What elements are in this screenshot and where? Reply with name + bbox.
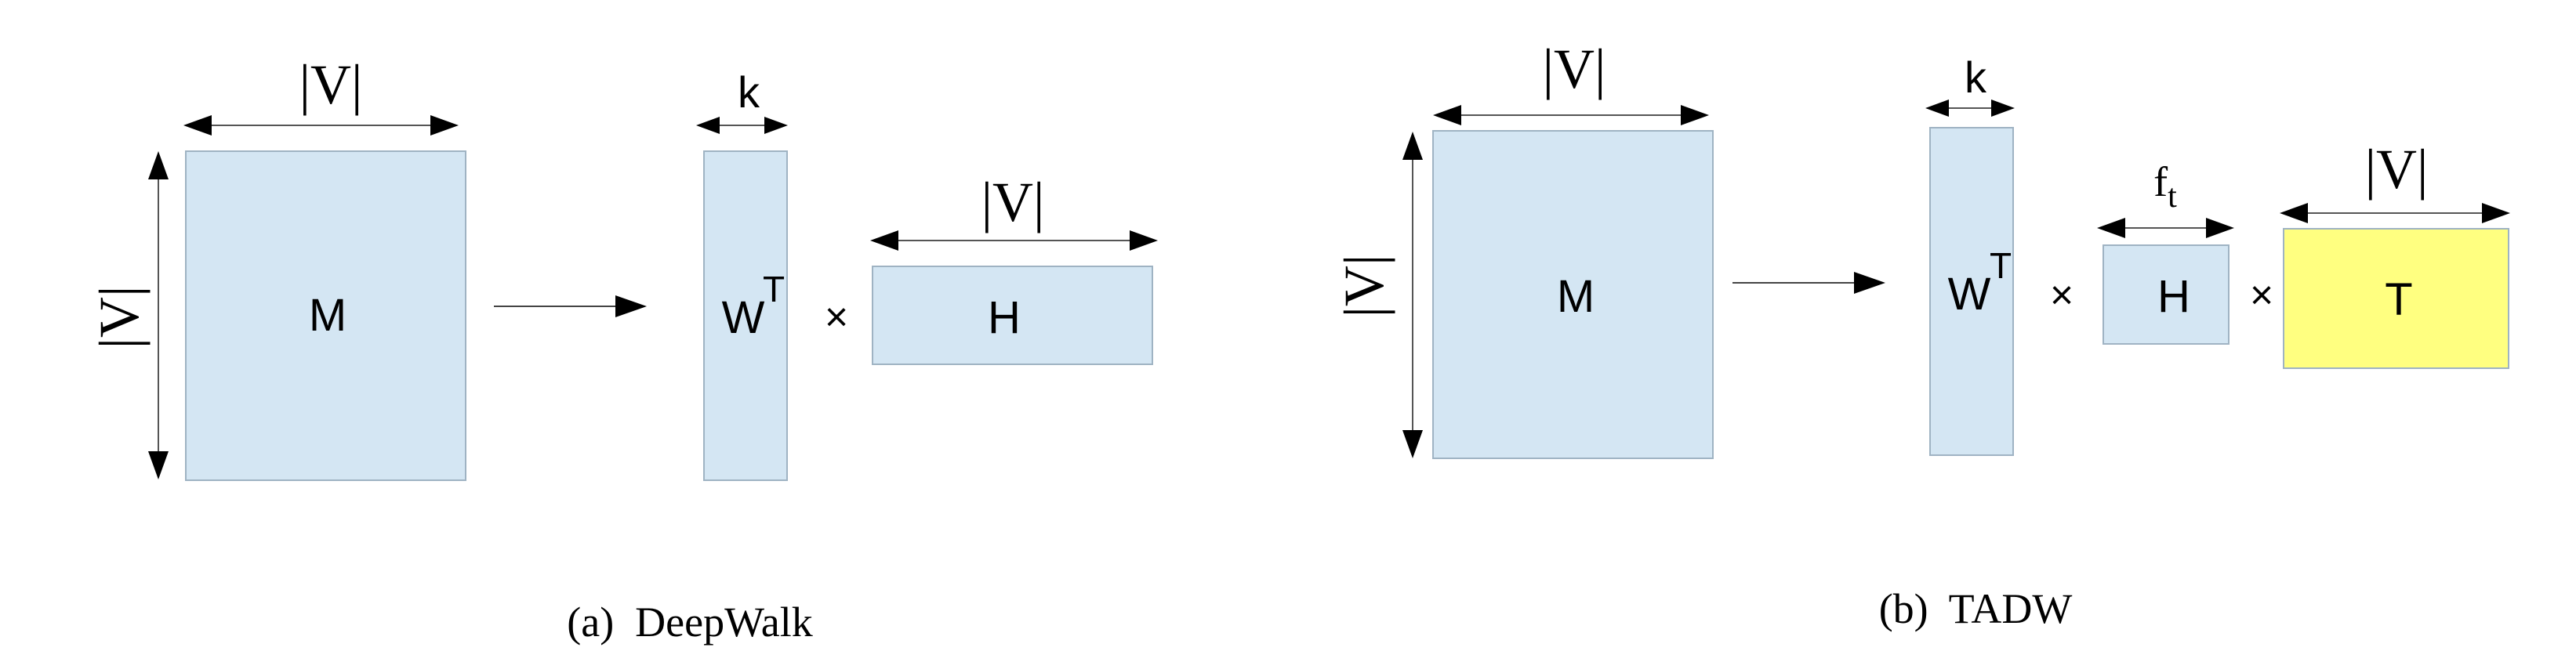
matrix-h-label-b: H xyxy=(2157,271,2190,322)
m-width-dimension-a xyxy=(183,115,459,136)
matrix-h-b xyxy=(2103,244,2230,345)
matrix-w-label-b: W xyxy=(1948,269,1991,320)
m-width-dimension-b xyxy=(1433,105,1709,125)
h-width-label-b: ft xyxy=(2153,158,2177,215)
times-sign-b1: × xyxy=(2050,273,2073,318)
matrix-t-label-b: T xyxy=(2385,274,2412,325)
matrix-h-label-a: H xyxy=(988,292,1021,343)
panel-deepwalk: |V| |V| M k W T × xyxy=(88,53,1158,646)
w-width-dimension-a xyxy=(696,117,788,134)
transform-arrow-a xyxy=(494,295,647,317)
matrix-m-b xyxy=(1432,130,1714,459)
matrix-m-a xyxy=(185,150,466,481)
m-width-label-a: |V| xyxy=(299,53,363,116)
times-sign-a: × xyxy=(825,295,848,340)
w-width-label-b: k xyxy=(1965,52,1987,102)
m-height-dimension-b xyxy=(1402,132,1423,458)
m-width-label-b: |V| xyxy=(1543,38,1606,100)
w-width-dimension-b xyxy=(1925,99,2015,117)
matrix-w-b xyxy=(1929,127,2014,456)
m-height-label-b: |V| xyxy=(1333,255,1395,318)
m-height-label-a: |V| xyxy=(88,286,151,349)
transform-arrow-b xyxy=(1732,272,1885,294)
h-width-dimension-b xyxy=(2097,218,2234,238)
caption-tadw: (b) TADW xyxy=(1879,585,2073,632)
matrix-w-superscript-a: T xyxy=(763,269,785,309)
times-sign-b2: × xyxy=(2250,273,2273,318)
matrix-w-superscript-b: T xyxy=(1990,245,2012,286)
matrix-m-label-b: M xyxy=(1557,271,1595,322)
m-height-dimension-a xyxy=(148,151,169,479)
t-width-dimension-b xyxy=(2280,203,2510,223)
h-width-label-base-b: f xyxy=(2153,158,2168,205)
h-width-label-a: |V| xyxy=(981,171,1045,233)
matrix-m-label-a: M xyxy=(309,290,346,341)
caption-deepwalk: (a) DeepWalk xyxy=(567,599,812,646)
w-width-label-a: k xyxy=(738,67,760,117)
t-width-label-b: |V| xyxy=(2365,138,2429,201)
h-width-label-sub-b: t xyxy=(2168,179,2177,215)
panel-tadw: |V| |V| M k W T × xyxy=(1333,38,2510,632)
matrix-w-label-a: W xyxy=(722,292,765,343)
matrix-w-a xyxy=(703,150,788,481)
matrix-t-b xyxy=(2283,228,2509,369)
matrix-h-a xyxy=(872,266,1153,365)
h-width-dimension-a xyxy=(870,230,1158,251)
